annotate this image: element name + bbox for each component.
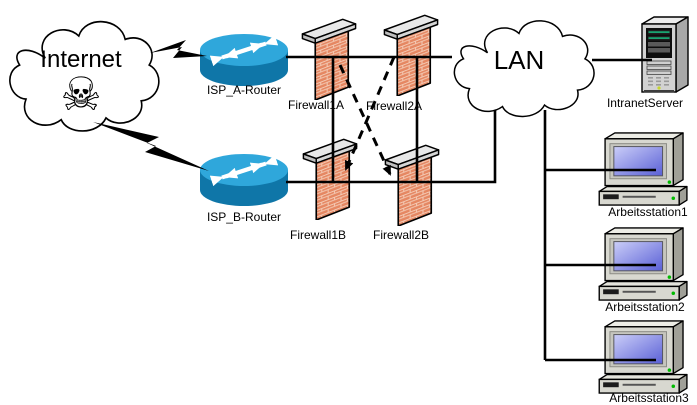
lightning-link-isp-a — [150, 40, 207, 58]
crossover-fw1a-fw2b — [338, 64, 392, 176]
lightning-link-isp-b — [93, 122, 209, 171]
firewall-1b-label: Firewall1B — [289, 228, 346, 242]
isp-a-router-icon — [200, 34, 288, 86]
crossover-fw2a-fw1b — [344, 56, 396, 171]
intranet-server-label: IntranetServer — [606, 96, 684, 110]
workstation-1-label: Arbeitsstation1 — [608, 205, 688, 219]
firewall-2b-label: Firewall2B — [372, 228, 429, 242]
intranet-server-icon — [641, 16, 689, 94]
firewall-1b-icon — [302, 138, 358, 220]
workstation-3-label: Arbeitsstation3 — [609, 391, 689, 405]
workstation-2-label: Arbeitsstation2 — [605, 300, 685, 314]
skull-and-crossbones-icon: ☠ — [60, 67, 102, 121]
isp-a-router-label: ISP_A-Router — [206, 83, 282, 97]
firewall-1a-icon — [301, 18, 357, 100]
workstation-3-icon — [598, 320, 688, 394]
isp-b-router-icon — [200, 154, 288, 206]
link-routerB-fw1b-fw2b-lan — [286, 110, 497, 184]
firewall-2a-label: Firewall2A — [365, 99, 422, 113]
internet-cloud-label: Internet — [40, 46, 122, 73]
firewall-2a-icon — [383, 14, 439, 96]
firewall-1a-label: Firewall1A — [287, 98, 344, 112]
firewall-2b-icon — [384, 144, 440, 226]
isp-b-router-label: ISP_B-Router — [206, 210, 282, 224]
lan-cloud-label: LAN — [493, 45, 545, 75]
